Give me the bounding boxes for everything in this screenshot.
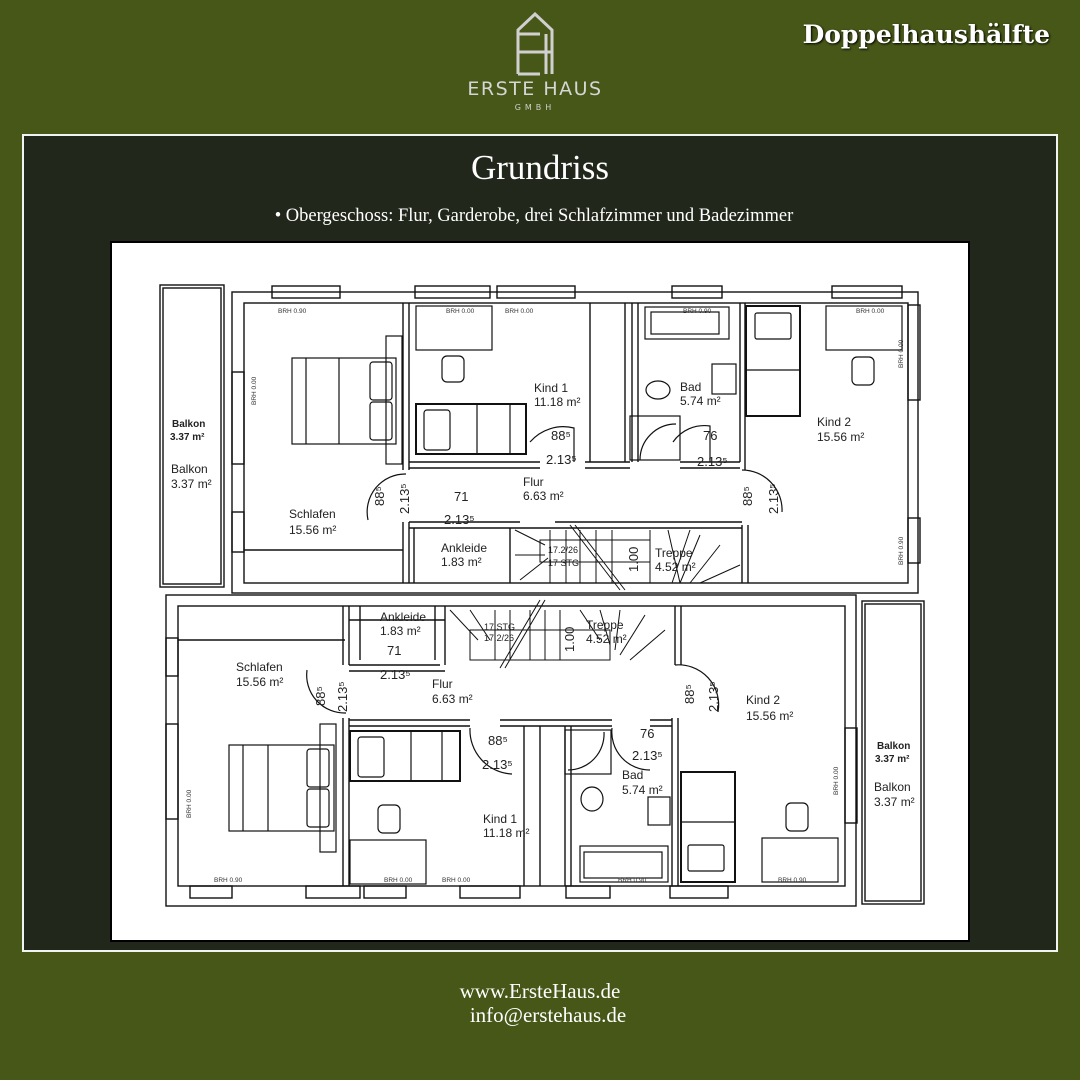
room-area: 15.56 m² <box>236 675 283 689</box>
stair-ratio: 17.2/26 <box>548 545 578 555</box>
door-width: 88⁵ <box>313 686 328 706</box>
floor-plan-sheet: Schlafen 15.56 m² Kind 1 11.18 m² Bad 5.… <box>110 241 970 942</box>
room-name: Flur <box>432 677 453 691</box>
stair-steps: 17 STG <box>484 622 515 632</box>
room-labels-upper: Schlafen 15.56 m² Kind 1 11.18 m² Bad 5.… <box>170 380 864 574</box>
walls-lower <box>165 594 925 907</box>
door-height: 2.13⁵ <box>444 512 475 527</box>
room-area: 6.63 m² <box>432 692 473 706</box>
stair-width: 1.00 <box>626 547 641 572</box>
dimension-labels-upper: 71 2.13⁵ 2.13⁵ 88⁵ 2.13⁵ 76 88⁵ 2.13⁵ 88… <box>251 308 905 572</box>
sill-height: BRH 0.00 <box>856 308 885 315</box>
page-subtitle: • Obergeschoss: Flur, Garderobe, drei Sc… <box>274 206 794 226</box>
door-height: 2.13⁵ <box>397 483 412 514</box>
room-name: Ankleide <box>380 610 426 624</box>
sill-height: BRH 0.00 <box>251 376 258 405</box>
room-name: Bad <box>622 768 643 782</box>
sill-height: BRH 0.00 <box>446 308 475 315</box>
room-name: Kind 2 <box>746 693 780 707</box>
room-name: Ankleide <box>441 541 487 555</box>
door-width: 88⁵ <box>488 733 508 748</box>
room-area: 15.56 m² <box>817 430 864 444</box>
door-width: 76 <box>703 428 717 443</box>
balcony-area: 3.37 m² <box>170 432 205 443</box>
room-name: Kind 1 <box>483 812 517 826</box>
balcony-name: Balkon <box>172 419 205 430</box>
door-height: 2.13⁵ <box>335 681 350 712</box>
company-logo: ERSTE HAUS GMBH <box>440 12 630 132</box>
room-name: Bad <box>680 380 701 394</box>
room-name: Flur <box>523 475 544 489</box>
sill-height: BRH 0.90 <box>278 308 307 315</box>
room-name: Schlafen <box>289 507 336 521</box>
sill-height: BRH 0.90 <box>683 308 712 315</box>
room-name: Kind 2 <box>817 415 851 429</box>
balcony-area: 3.37 m² <box>875 754 910 765</box>
balcony-area: 3.37 m² <box>874 795 915 809</box>
room-name: Kind 1 <box>534 381 568 395</box>
furniture-upper <box>291 305 903 521</box>
room-area: 1.83 m² <box>380 624 421 638</box>
sill-height: BRH 0.00 <box>442 877 471 884</box>
sill-height: BRH 0.00 <box>833 766 840 795</box>
balcony-name: Balkon <box>171 462 208 476</box>
stair-ratio: 17.2/26 <box>484 633 514 643</box>
door-height: 2.13⁵ <box>632 748 663 763</box>
sill-height: BRH 0.00 <box>384 877 413 884</box>
sill-height: BRH 0.90 <box>898 536 905 565</box>
sill-height: BRH 0.00 <box>186 789 193 818</box>
walls-upper <box>159 284 921 594</box>
room-area: 4.52 m² <box>586 632 627 646</box>
room-area: 11.18 m² <box>534 395 580 409</box>
furniture-lower <box>228 664 839 885</box>
door-width: 88⁵ <box>682 684 697 704</box>
logo-subtitle: GMBH <box>514 103 556 112</box>
door-height: 2.13⁵ <box>546 452 577 467</box>
page-title: Grundriss <box>470 148 610 187</box>
stair-width: 1.00 <box>562 627 577 652</box>
email-link[interactable]: info@erstehaus.de <box>469 1003 627 1027</box>
door-width: 88⁵ <box>740 486 755 506</box>
balcony-name: Balkon <box>874 780 911 794</box>
room-area: 11.18 m² <box>483 826 529 840</box>
door-height: 2.13⁵ <box>380 667 411 682</box>
sill-height: BRH 0.90 <box>214 877 243 884</box>
sill-height: BRH 0.90 <box>618 877 647 884</box>
room-labels-lower: Ankleide 1.83 m² Treppe 4.52 m² Schlafen… <box>236 610 915 840</box>
stair-steps: 17 STG <box>548 558 579 568</box>
house-logo-icon <box>516 12 554 76</box>
balcony-area: 3.37 m² <box>171 477 212 491</box>
room-name: Treppe <box>586 618 624 632</box>
door-width: 71 <box>454 489 468 504</box>
room-name: Schlafen <box>236 660 283 674</box>
stairs-upper <box>514 524 741 591</box>
balcony-name: Balkon <box>877 741 910 752</box>
room-area: 5.74 m² <box>680 394 721 408</box>
door-width: 71 <box>387 643 401 658</box>
floor-plan: Schlafen 15.56 m² Kind 1 11.18 m² Bad 5.… <box>159 284 925 907</box>
room-area: 15.56 m² <box>746 709 793 723</box>
room-area: 5.74 m² <box>622 783 663 797</box>
stairs-lower <box>449 599 666 669</box>
sill-height: BRH 0.00 <box>505 308 534 315</box>
door-width: 88⁵ <box>372 486 387 506</box>
door-height: 2.13⁵ <box>766 483 781 514</box>
sill-height: BRH 0.90 <box>778 877 807 884</box>
room-area: 1.83 m² <box>441 555 482 569</box>
room-area: 4.52 m² <box>655 560 696 574</box>
door-width: 88⁵ <box>551 428 571 443</box>
door-height: 2.13⁵ <box>697 454 728 469</box>
website-link[interactable]: www.ErsteHaus.de <box>459 979 621 1003</box>
dimension-labels-lower: 71 2.13⁵ 88⁵ 2.13⁵ 88⁵ 2.13⁵ 88⁵ 2.13⁵ 7… <box>186 622 840 884</box>
door-height: 2.13⁵ <box>482 757 513 772</box>
sill-height: BRH 0.00 <box>898 339 905 368</box>
room-area: 6.63 m² <box>523 489 564 503</box>
room-name: Treppe <box>655 546 693 560</box>
property-type-badge: Doppelhaushälfte <box>802 20 1050 49</box>
door-width: 76 <box>640 726 654 741</box>
logo-brand-name: ERSTE HAUS <box>467 78 603 100</box>
room-area: 15.56 m² <box>289 523 336 537</box>
door-height: 2.13⁵ <box>706 681 721 712</box>
